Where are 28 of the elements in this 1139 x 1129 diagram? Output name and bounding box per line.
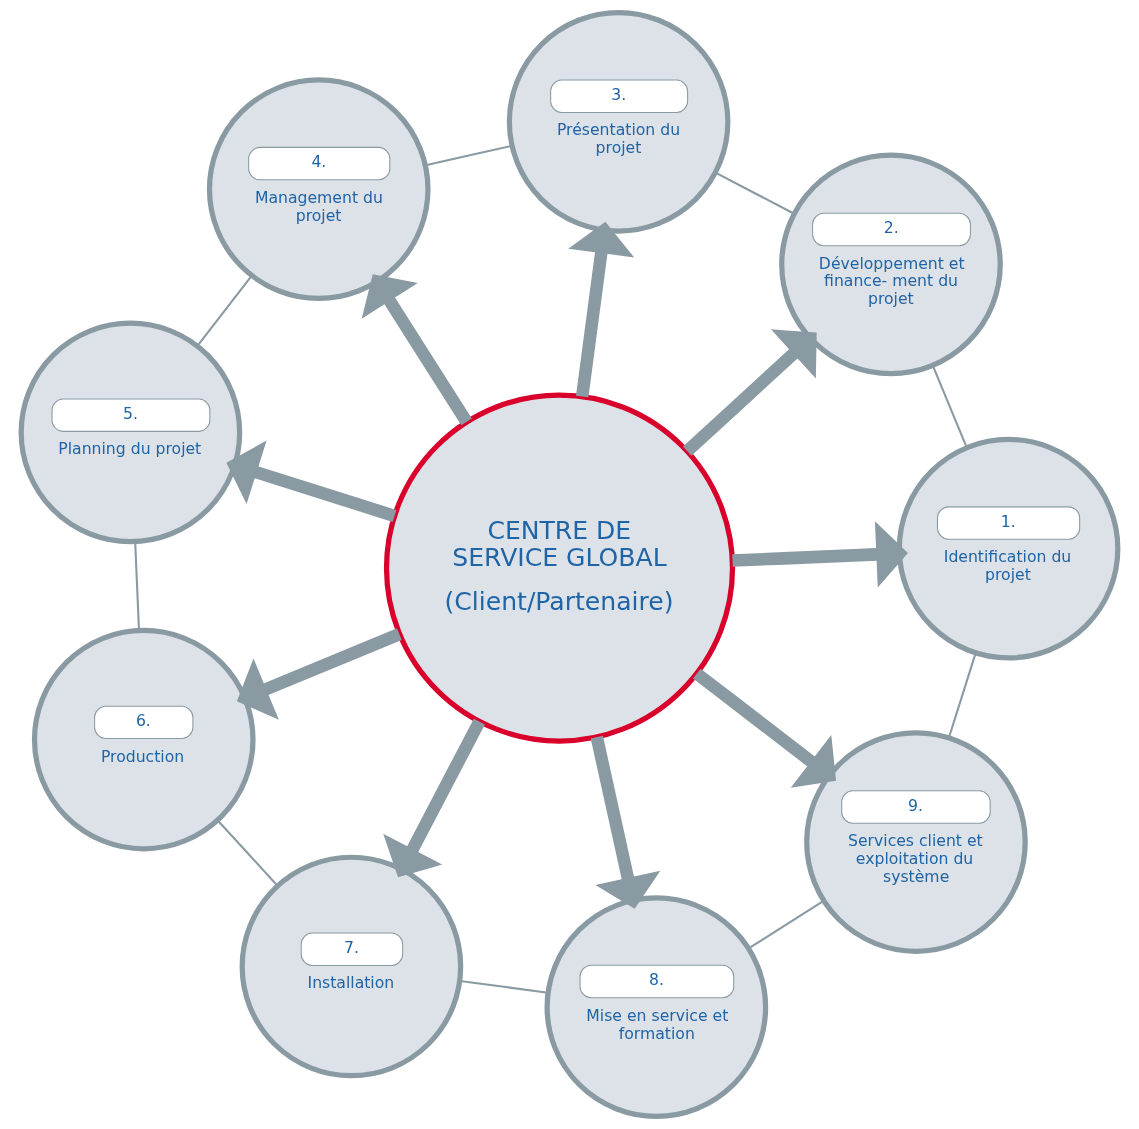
node-circle: 8. Mise en service et formation: [544, 895, 769, 1119]
node-circle: 3. Présentation du projet: [506, 10, 731, 234]
arrow: [236, 628, 402, 720]
arrow: [590, 735, 661, 909]
node-circle: 2. Développement et finance- ment du projet: [779, 152, 1003, 377]
arrow: [383, 718, 485, 878]
node-circle: 4. Management du projet: [206, 77, 431, 302]
arrow: [682, 329, 817, 456]
connector: [748, 899, 825, 950]
arrow: [361, 274, 472, 426]
connector: [459, 979, 548, 994]
connector: [931, 365, 968, 449]
node-circle: 1. Identification du projet: [896, 436, 1121, 661]
node-circle: 9. Services client et exploitation du système: [804, 730, 1028, 954]
connector: [216, 819, 279, 887]
node-circle: 6. Production: [31, 627, 256, 852]
arrow: [732, 521, 908, 588]
connector: [947, 652, 977, 739]
node-circle: 7. Installation: [239, 854, 464, 1079]
connector: [715, 171, 795, 215]
node-circle: 5. Planning du projet: [18, 320, 243, 545]
connector: [196, 275, 253, 347]
arrow: [693, 668, 837, 788]
arrow: [568, 221, 635, 398]
connector: [134, 541, 141, 631]
connector: [425, 144, 512, 167]
node-circle: CENTRE DE SERVICE GLOBAL (Client/Partenaire): [383, 392, 736, 744]
arrow: [226, 440, 397, 522]
